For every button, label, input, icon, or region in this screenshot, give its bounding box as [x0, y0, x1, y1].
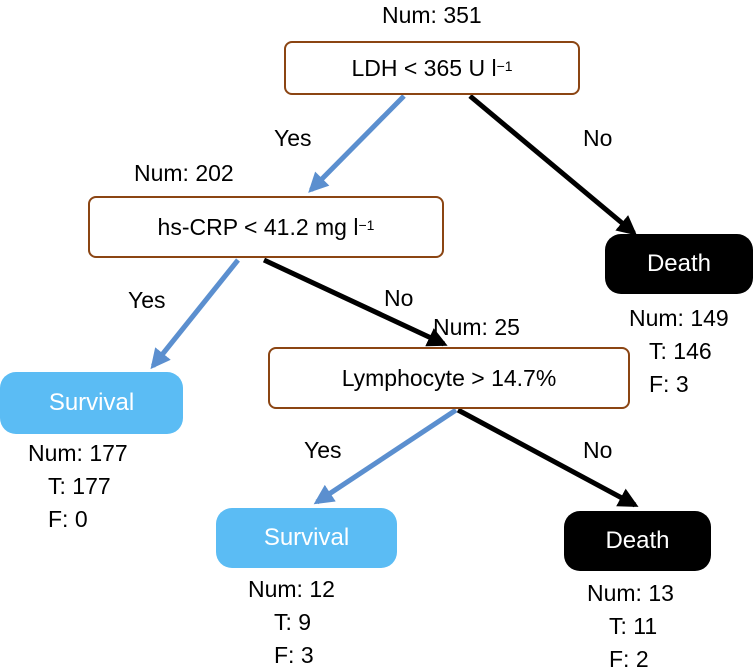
edge-root-no: [468, 94, 638, 236]
edge-label-crp-yes: Yes: [128, 287, 166, 313]
edge-root-yes: [308, 94, 406, 193]
death-leaf-root-num: Num: 149: [629, 305, 729, 331]
survival-leaf-crp-stats: Num: 177 T: 177 F: 0: [28, 437, 128, 536]
survival-leaf-lymph-label: Survival: [263, 524, 350, 551]
root-condition-text: LDH < 365 U l: [351, 54, 497, 81]
root-decision-node: LDH < 365 U l−1: [284, 41, 580, 95]
survival-leaf-crp: Survival: [0, 372, 183, 434]
crp-decision-node: hs-CRP < 41.2 mg l−1: [88, 196, 444, 258]
edge-label-root-yes: Yes: [274, 125, 312, 151]
survival-leaf-lymph-f: F: 3: [274, 642, 314, 668]
death-leaf-root: Death: [605, 234, 753, 294]
death-leaf-root-stats: Num: 149 T: 146 F: 3: [629, 302, 729, 401]
edge-label-crp-no: No: [384, 285, 414, 311]
lymph-num-label: Num: 25: [433, 314, 520, 340]
survival-leaf-crp-num: Num: 177: [28, 440, 128, 466]
lymph-decision-node: Lymphocyte > 14.7%: [268, 347, 630, 409]
survival-leaf-lymph: Survival: [216, 508, 397, 568]
edge-label-lymph-yes: Yes: [304, 437, 342, 463]
crp-condition-text: hs-CRP < 41.2 mg l: [157, 213, 359, 240]
crp-num-label: Num: 202: [134, 160, 234, 186]
death-leaf-lymph-f: F: 2: [609, 646, 649, 670]
edge-label-lymph-no: No: [583, 437, 613, 463]
root-num-label: Num: 351: [382, 2, 482, 28]
edge-lymph-no: [456, 407, 639, 508]
survival-leaf-lymph-stats: Num: 12 T: 9 F: 3: [248, 573, 335, 670]
death-leaf-root-t: T: 146: [649, 338, 712, 364]
death-leaf-lymph-t: T: 11: [609, 613, 658, 639]
death-leaf-root-label: Death: [646, 250, 712, 277]
survival-leaf-crp-label: Survival: [48, 389, 135, 416]
death-leaf-lymph-label: Death: [605, 527, 670, 554]
edge-crp-no: [262, 257, 448, 347]
death-leaf-lymph: Death: [564, 511, 711, 571]
death-leaf-root-f: F: 3: [649, 371, 689, 397]
survival-leaf-lymph-t: T: 9: [274, 609, 312, 635]
death-leaf-lymph-stats: Num: 13 T: 11 F: 2: [587, 577, 674, 670]
death-leaf-lymph-num: Num: 13: [587, 580, 674, 606]
survival-leaf-crp-t: T: 177: [48, 473, 111, 499]
survival-leaf-lymph-num: Num: 12: [248, 576, 335, 602]
lymph-condition-text: Lymphocyte > 14.7%: [341, 364, 557, 391]
survival-leaf-crp-f: F: 0: [48, 506, 88, 532]
edge-lymph-yes: [313, 407, 458, 505]
edge-label-root-no: No: [583, 125, 613, 151]
edge-crp-yes: [150, 258, 240, 370]
